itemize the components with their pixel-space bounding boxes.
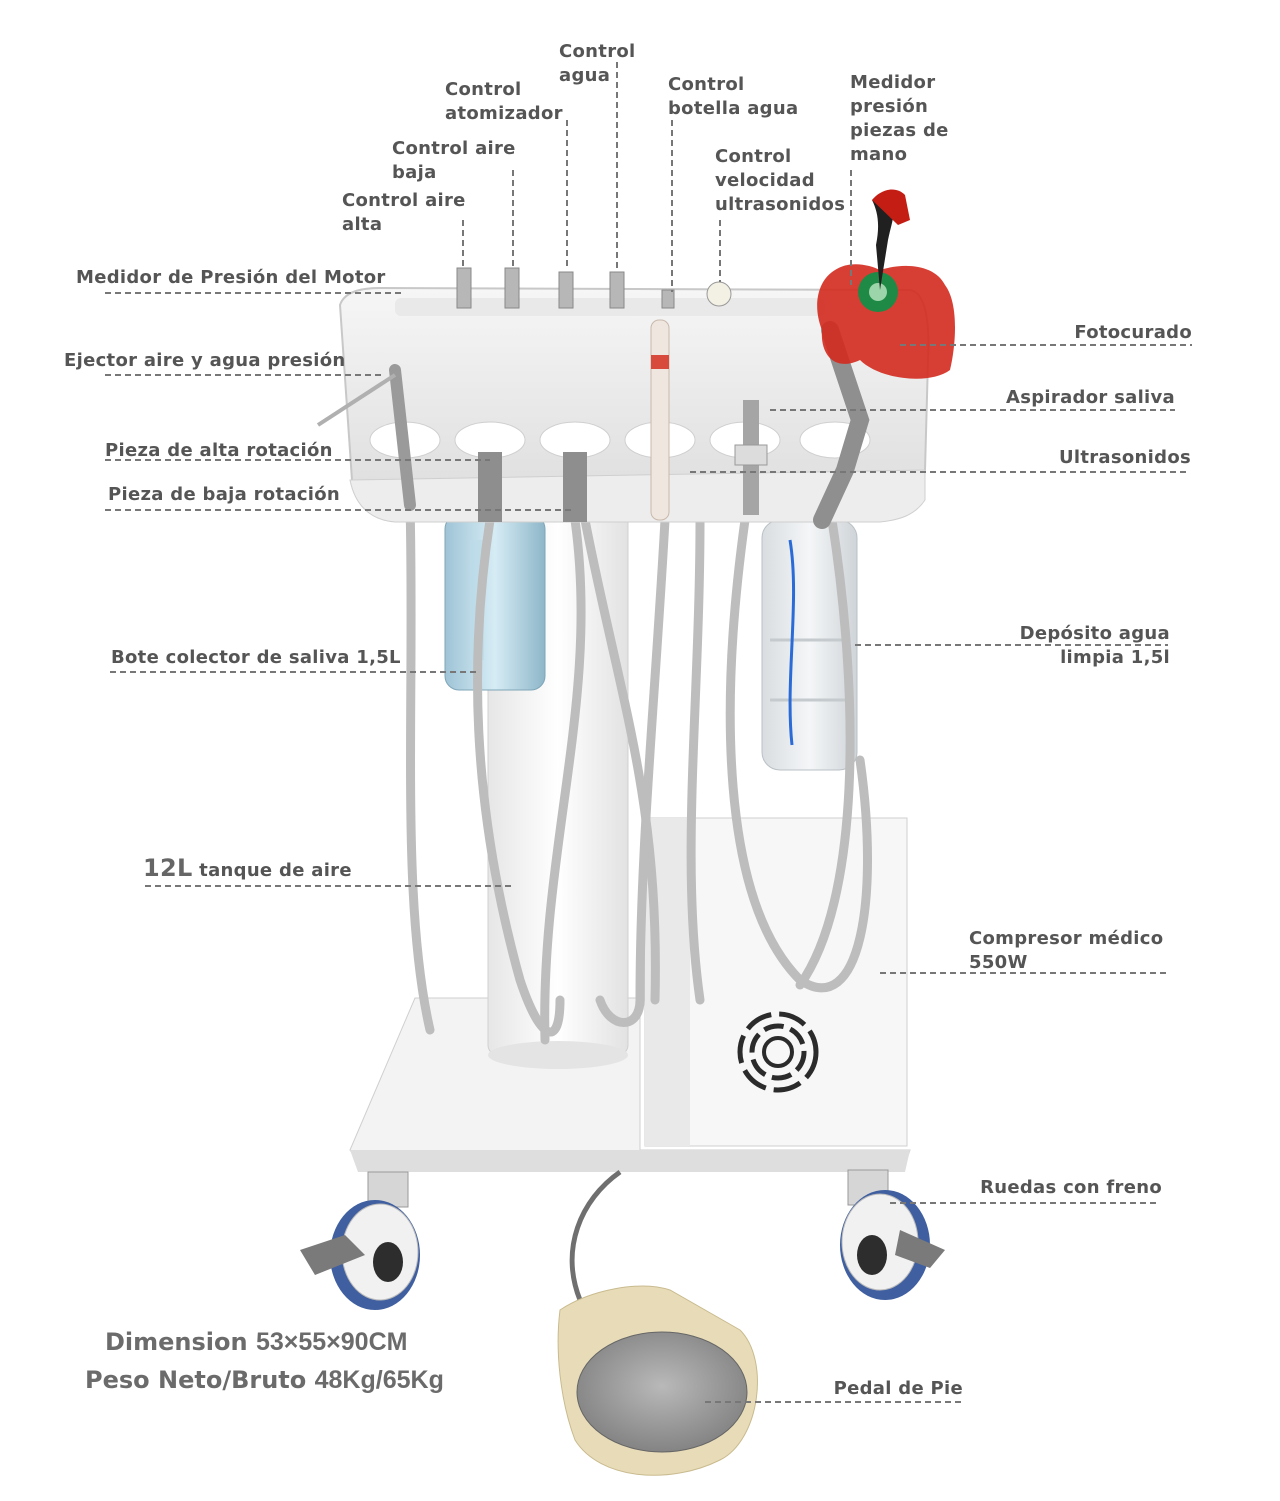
label-control-atomizador: Control atomizador	[445, 79, 563, 124]
dimension-value: 53×55×90CM	[255, 1328, 408, 1356]
label-medidor-presion-piezas: Medidor presión piezas de mano	[850, 72, 949, 165]
saliva-bottle	[444, 514, 546, 691]
label-control-velocidad-ultrasonidos: Control velocidad ultrasonidos	[715, 146, 846, 215]
tanque-aire-text: tanque de aire	[199, 860, 352, 881]
leader-lines	[105, 62, 1192, 1403]
label-pieza-baja-rotacion: Pieza de baja rotación	[108, 484, 341, 505]
label-ejector-aire-agua: Ejector aire y agua presión	[64, 350, 346, 371]
tanque-aire-size: 12L	[143, 854, 193, 882]
label-ruedas: Ruedas con freno	[980, 1177, 1162, 1198]
label-ultrasonidos: Ultrasonidos	[1058, 447, 1191, 468]
label-medidor-presion-motor: Medidor de Presión del Motor	[76, 267, 386, 288]
label-control-aire-baja: Control aire baja	[392, 138, 516, 183]
hoses	[405, 500, 872, 1045]
label-fotocurado: Fotocurado	[1074, 322, 1192, 343]
caster-wheel-left	[300, 1171, 420, 1310]
light-cure-device	[813, 189, 955, 529]
label-pedal: Pedal de Pie	[833, 1378, 963, 1399]
label-bote-colector: Bote colector de saliva 1,5L	[111, 647, 401, 668]
label-compresor: Compresor médico 550W	[969, 928, 1164, 973]
label-deposito-agua: Depósito agua limpia 1,5l	[1019, 623, 1170, 668]
foot-pedal	[557, 1169, 758, 1476]
spec-dimension: Dimension 53×55×90CM	[105, 1328, 407, 1357]
spec-peso: Peso Neto/Bruto 48Kg/65Kg	[85, 1366, 444, 1395]
label-pieza-alta-rotacion: Pieza de alta rotación	[105, 440, 333, 461]
peso-label: Peso Neto/Bruto	[85, 1366, 307, 1394]
control-knobs	[456, 267, 732, 309]
dimension-label: Dimension	[105, 1328, 248, 1356]
label-aspirador-saliva: Aspirador saliva	[1006, 387, 1175, 408]
peso-value: 48Kg/65Kg	[314, 1366, 444, 1394]
label-control-botella-agua: Control botella agua	[668, 74, 799, 119]
handpieces	[316, 319, 768, 522]
fan-grill-icon	[737, 1011, 819, 1093]
label-control-agua: Control agua	[559, 41, 636, 86]
label-tanque-aire: 12L tanque de aire	[143, 856, 352, 883]
label-control-aire-alta: Control aire alta	[342, 190, 466, 235]
caster-wheel-right	[840, 1169, 945, 1300]
